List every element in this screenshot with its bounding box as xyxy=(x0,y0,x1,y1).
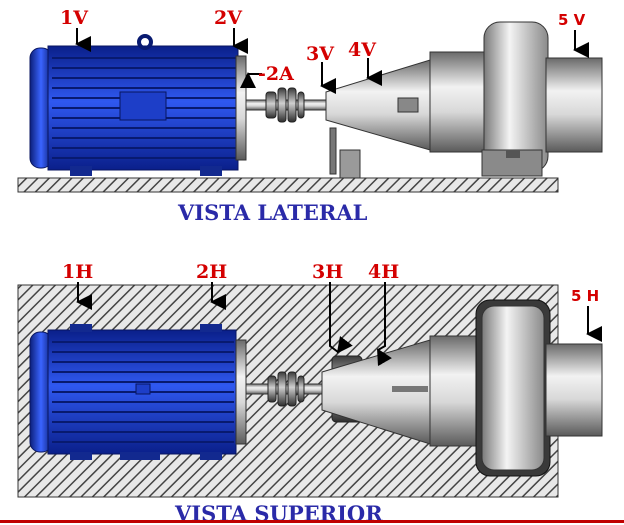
lifting-eye-icon xyxy=(139,36,151,48)
point-2h-label: 2H xyxy=(196,261,227,283)
point-1h-label: 1H xyxy=(62,261,93,283)
point-2a-label: -2A xyxy=(258,63,294,85)
point-3v-label: 3V xyxy=(306,43,335,65)
point-4v-label: 4V xyxy=(348,39,377,61)
point-4h-label: 4H xyxy=(368,261,399,283)
superior-view: 1H 2H 3H 4H 5 H VISTA SUPERIOR xyxy=(18,261,608,525)
lateral-fan xyxy=(430,22,602,176)
point-5v-label: 5 V xyxy=(558,11,586,29)
superior-motor xyxy=(30,324,246,460)
point-1v-label: 1V xyxy=(60,7,89,29)
point-5h-label: 5 H xyxy=(571,287,599,305)
lateral-view-title: VISTA LATERAL xyxy=(177,200,368,225)
lateral-bearing-housing xyxy=(326,60,430,178)
point-2v-label: 2V xyxy=(214,7,243,29)
bottom-rule xyxy=(0,520,624,523)
lateral-coupling xyxy=(246,88,326,122)
lateral-base xyxy=(18,178,558,192)
lateral-motor xyxy=(30,36,246,176)
lateral-view: 1V 2V -2A 3V 4V 5 V VISTA LATERAL xyxy=(18,7,602,225)
point-3h-label: 3H xyxy=(312,261,343,283)
